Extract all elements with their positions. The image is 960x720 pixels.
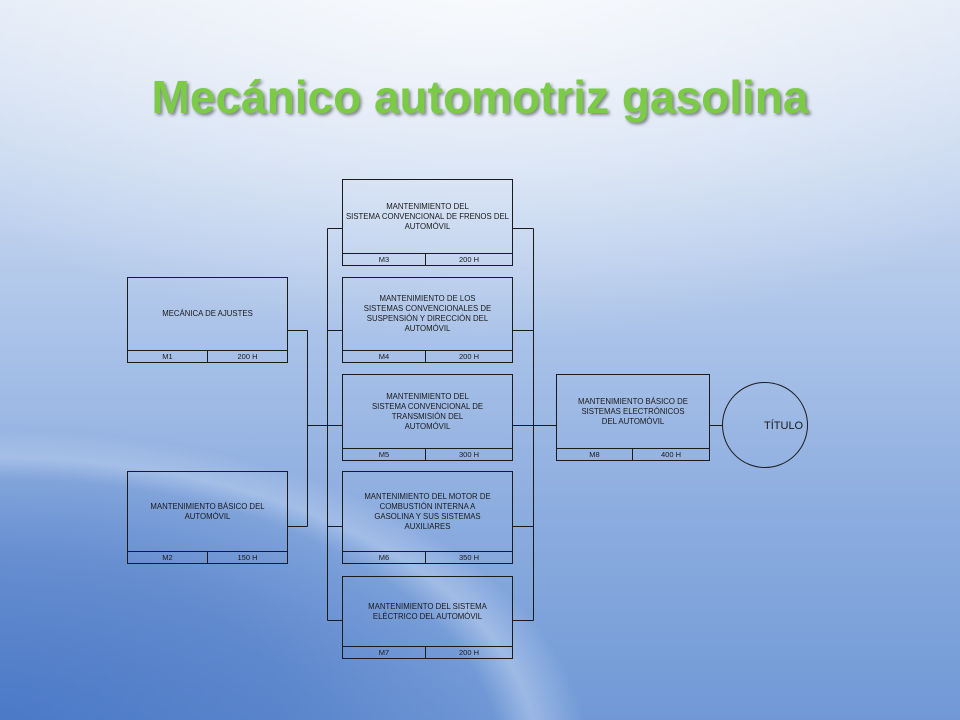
- module-code: M4: [343, 351, 426, 362]
- module-name: MANTENIMIENTO DEL SISTEMA CONVENCIONAL D…: [371, 391, 484, 431]
- module-box-m8: MANTENIMIENTO BÁSICO DE SISTEMAS ELECTRÓ…: [556, 374, 710, 461]
- slide-title: Mecánico automotriz gasolina: [151, 71, 809, 123]
- module-box-m1: MECÁNICA DE AJUSTES M1 200 H: [127, 277, 288, 363]
- module-code: M1: [128, 351, 208, 362]
- module-name: MANTENIMIENTO DE LOS SISTEMAS CONVENCION…: [363, 294, 492, 333]
- module-code: M5: [343, 449, 426, 460]
- module-name: MANTENIMIENTO DEL MOTOR DE COMBUSTIÓN IN…: [364, 491, 491, 531]
- module-footer: M4 200 H: [343, 350, 512, 362]
- final-title-circle: TÍTULO: [722, 382, 808, 468]
- module-hours: 350 H: [458, 553, 479, 562]
- module-code: M7: [343, 647, 426, 658]
- module-footer: M8 400 H: [557, 448, 709, 460]
- module-footer: M7 200 H: [343, 646, 512, 658]
- module-box-m2: MANTENIMIENTO BÁSICO DEL AUTOMÓVIL M2 15…: [127, 471, 288, 564]
- module-name: MANTENIMIENTO DEL SISTEMA ELÉCTRICO DEL …: [368, 601, 487, 621]
- module-box-m7: MANTENIMIENTO DEL SISTEMA ELÉCTRICO DEL …: [342, 576, 513, 659]
- module-name: MANTENIMIENTO DEL SISTEMA CONVENCIONAL D…: [345, 201, 510, 231]
- module-footer: M6 350 H: [343, 551, 512, 563]
- module-hours: 200 H: [458, 352, 479, 361]
- module-box-m6: MANTENIMIENTO DEL MOTOR DE COMBUSTIÓN IN…: [342, 471, 513, 564]
- module-box-m5: MANTENIMIENTO DEL SISTEMA CONVENCIONAL D…: [342, 374, 513, 461]
- module-name: MANTENIMIENTO BÁSICO DEL AUTOMÓVIL: [150, 501, 265, 521]
- module-hours: 300 H: [458, 450, 479, 459]
- module-footer: M3 200 H: [343, 253, 512, 265]
- module-hours: 400 H: [660, 450, 681, 459]
- module-code: M3: [343, 254, 426, 265]
- module-box-m3: MANTENIMIENTO DEL SISTEMA CONVENCIONAL D…: [342, 179, 513, 266]
- module-footer: M2 150 H: [128, 551, 287, 563]
- module-code: M8: [557, 449, 633, 460]
- module-hours: 150 H: [237, 553, 258, 562]
- module-code: M2: [128, 552, 208, 563]
- module-box-m4: MANTENIMIENTO DE LOS SISTEMAS CONVENCION…: [342, 277, 513, 363]
- module-hours: 200 H: [458, 255, 479, 264]
- module-hours: 200 H: [458, 648, 479, 657]
- module-name: MECÁNICA DE AJUSTES: [162, 309, 253, 318]
- module-name: MANTENIMIENTO BÁSICO DE SISTEMAS ELECTRÓ…: [578, 396, 688, 426]
- module-hours: 200 H: [237, 352, 258, 361]
- final-title-label: TÍTULO: [764, 420, 804, 432]
- module-footer: M5 300 H: [343, 448, 512, 460]
- module-code: M6: [343, 552, 426, 563]
- module-footer: M1 200 H: [128, 350, 287, 362]
